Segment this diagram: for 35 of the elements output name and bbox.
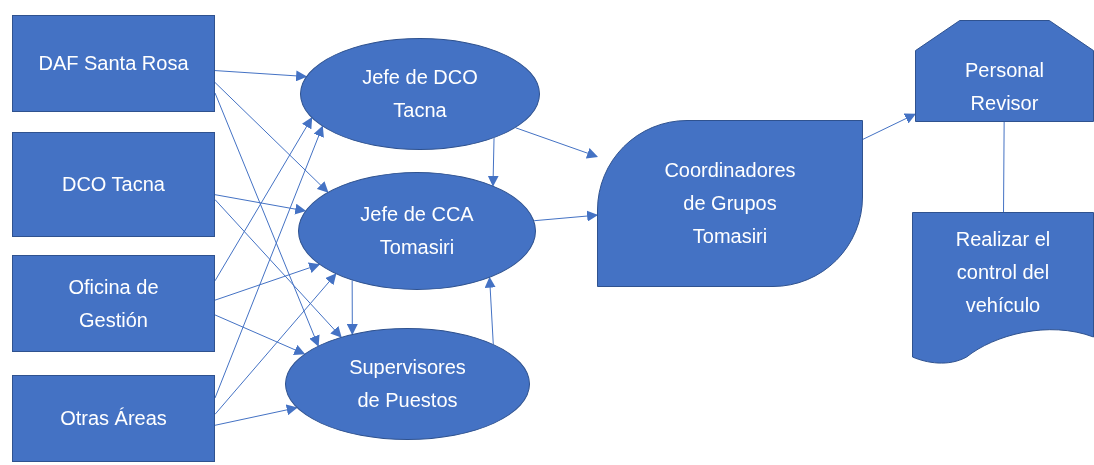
process-box bbox=[12, 132, 215, 237]
connector-line bbox=[1003, 121, 1005, 213]
arrow bbox=[214, 273, 337, 415]
arrow bbox=[214, 117, 313, 282]
snipped-corner-box bbox=[915, 20, 1094, 122]
node-label: Realizar el control del vehículo bbox=[954, 227, 1052, 318]
arrow bbox=[484, 276, 496, 345]
process-box bbox=[12, 375, 215, 462]
node-label: DAF Santa Rosa bbox=[37, 51, 190, 76]
process-box bbox=[12, 255, 215, 352]
arrow bbox=[214, 194, 307, 215]
arrow bbox=[214, 92, 320, 347]
arrow bbox=[214, 81, 329, 193]
arrow bbox=[862, 113, 916, 140]
node-label: Otras Áreas bbox=[59, 406, 168, 431]
arrow bbox=[214, 70, 308, 82]
node-label: Coordinadores de Grupos Tomasiri bbox=[663, 158, 797, 249]
arrow bbox=[533, 210, 599, 222]
node-label: DCO Tacna bbox=[61, 172, 166, 197]
node-label: Jefe de DCO Tacna bbox=[361, 65, 479, 123]
arrow bbox=[487, 137, 499, 187]
node-label: Supervisores de Puestos bbox=[348, 355, 467, 413]
arrow bbox=[214, 314, 306, 355]
arrow bbox=[214, 404, 298, 426]
leaf-shape bbox=[597, 120, 863, 287]
arrow bbox=[346, 279, 358, 336]
node-label: Personal Revisor bbox=[964, 58, 1045, 116]
arrow bbox=[214, 125, 324, 399]
arrow bbox=[515, 127, 599, 159]
arrow bbox=[214, 262, 321, 301]
document-shape bbox=[912, 212, 1094, 365]
process-box bbox=[12, 15, 215, 112]
node-label: Oficina de Gestión bbox=[67, 274, 160, 333]
node-label: Jefe de CCA Tomasiri bbox=[359, 202, 475, 260]
arrow bbox=[214, 199, 342, 338]
